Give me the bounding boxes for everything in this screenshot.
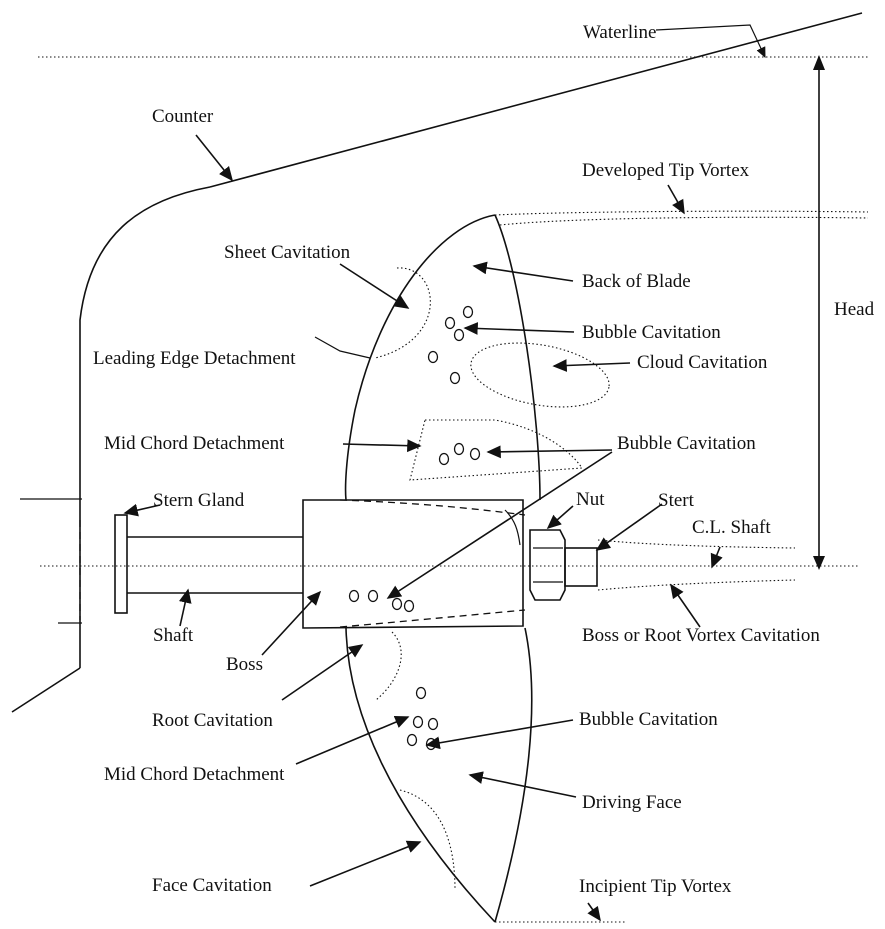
bubble-group-mid bbox=[438, 442, 481, 466]
label-stern-gland: Stern Gland bbox=[153, 490, 245, 511]
propeller-blade bbox=[344, 214, 541, 923]
label-shaft: Shaft bbox=[153, 625, 194, 646]
head-dimension bbox=[813, 55, 825, 570]
leader-arrows bbox=[123, 24, 766, 922]
bubble-group-upper bbox=[427, 305, 474, 385]
label-bubble-cavitation-upper: Bubble Cavitation bbox=[582, 322, 721, 343]
label-counter: Counter bbox=[152, 106, 214, 127]
label-cl-shaft: C.L. Shaft bbox=[692, 517, 771, 538]
label-bubble-cavitation-mid: Bubble Cavitation bbox=[617, 433, 756, 454]
label-sheet-cavitation: Sheet Cavitation bbox=[224, 242, 351, 263]
label-root-cavitation: Root Cavitation bbox=[152, 710, 273, 731]
label-mid-chord-detachment-upper: Mid Chord Detachment bbox=[104, 433, 285, 454]
hull-outline bbox=[11, 12, 863, 713]
label-incipient-tip-vortex: Incipient Tip Vortex bbox=[579, 876, 732, 897]
face-cavitation-region bbox=[399, 789, 456, 891]
boss-body bbox=[302, 499, 526, 629]
bubble-group-lower bbox=[406, 686, 439, 751]
label-developed-tip-vortex: Developed Tip Vortex bbox=[582, 160, 750, 181]
cloud-cavitation-region bbox=[470, 342, 610, 408]
label-driving-face: Driving Face bbox=[582, 792, 682, 813]
label-head: Head bbox=[834, 299, 875, 320]
stern-gland bbox=[114, 514, 128, 614]
root-cavitation-region bbox=[375, 631, 402, 701]
label-face-cavitation: Face Cavitation bbox=[152, 875, 272, 896]
label-stert: Stert bbox=[658, 490, 695, 511]
sheet-cavitation-region bbox=[374, 267, 431, 359]
shaft-body bbox=[127, 536, 303, 594]
stert-body bbox=[564, 547, 598, 587]
label-waterline: Waterline bbox=[583, 22, 656, 43]
label-boss-root-vortex: Boss or Root Vortex Cavitation bbox=[582, 625, 820, 646]
label-bubble-cavitation-lower: Bubble Cavitation bbox=[579, 709, 718, 730]
nut-body bbox=[529, 529, 566, 601]
label-leading-edge-detachment: Leading Edge Detachment bbox=[93, 348, 296, 369]
mid-chord-detachment-upper-region bbox=[409, 419, 583, 481]
developed-tip-vortex-trail bbox=[494, 210, 869, 216]
label-back-of-blade: Back of Blade bbox=[582, 271, 691, 292]
label-mid-chord-detachment-lower: Mid Chord Detachment bbox=[104, 764, 285, 785]
bubble-group-boss bbox=[348, 589, 415, 613]
root-vortex-trail bbox=[597, 539, 796, 549]
label-boss: Boss bbox=[226, 654, 263, 675]
label-cloud-cavitation: Cloud Cavitation bbox=[637, 352, 768, 373]
label-nut: Nut bbox=[576, 489, 605, 510]
